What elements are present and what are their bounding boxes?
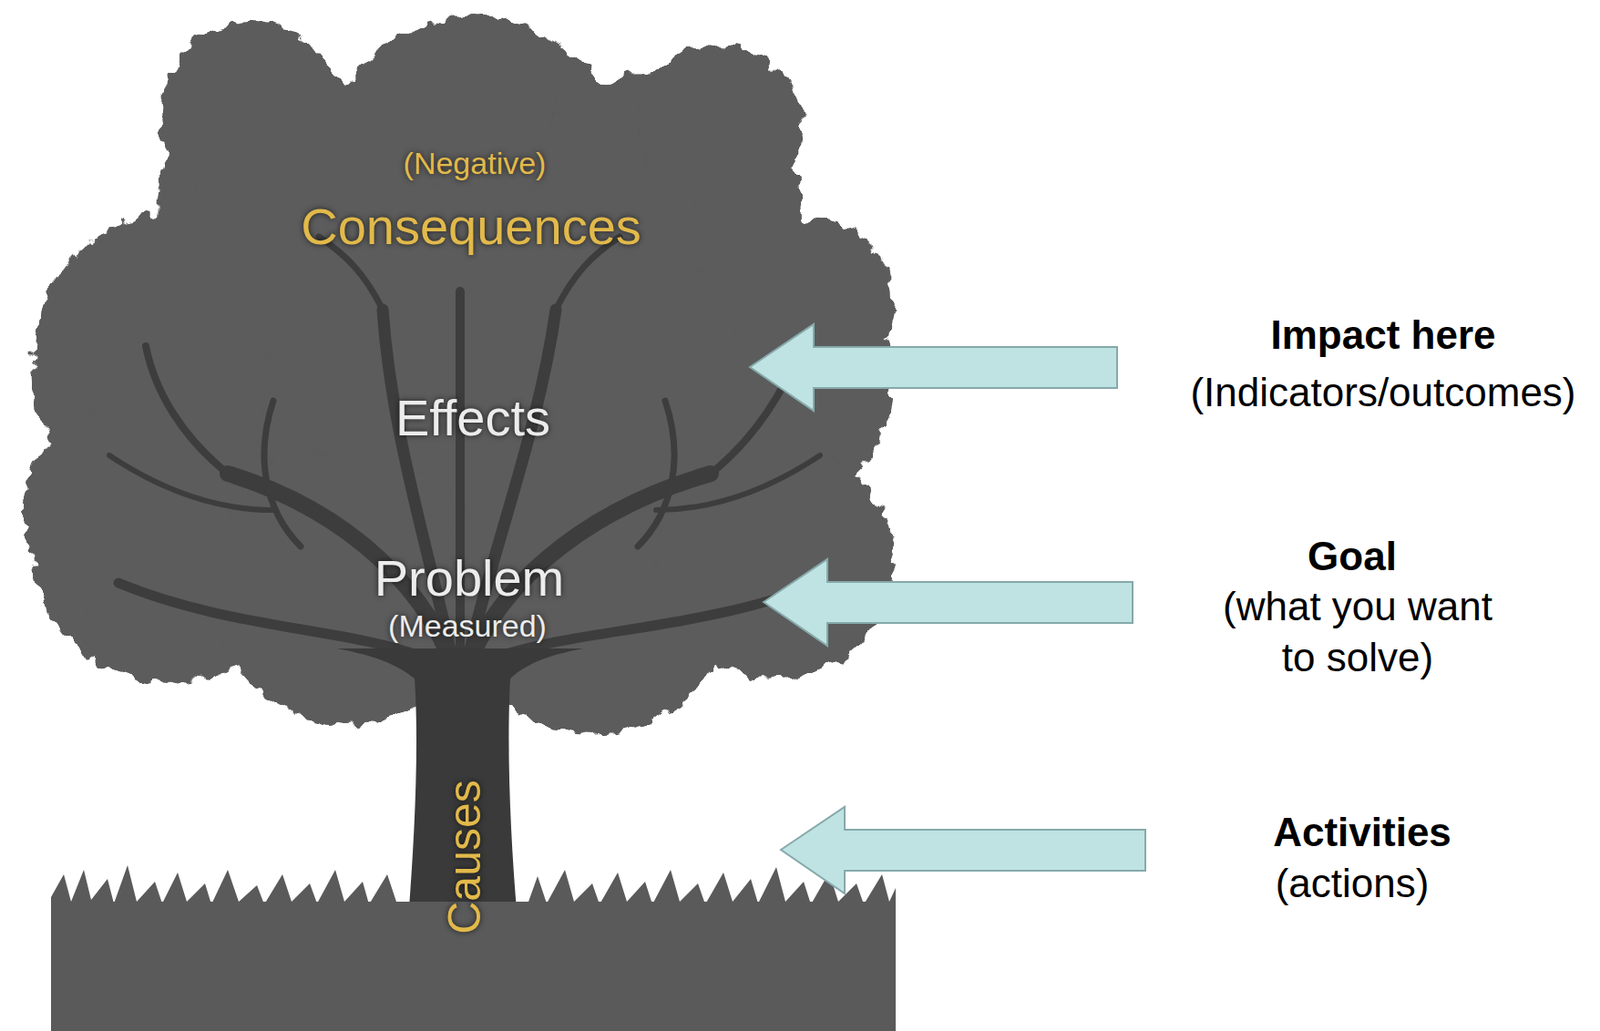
problem-qualifier: (Measured) [388, 606, 547, 647]
twig [264, 400, 301, 547]
activities-heading: Activities [1272, 807, 1452, 858]
impact-note: (Indicators/outcomes) [1189, 367, 1576, 418]
goal-heading: Goal [1307, 531, 1397, 582]
consequences-label: Consequences [300, 194, 642, 259]
canopy-lobe [159, 22, 342, 206]
causes-label: Causes [436, 779, 494, 935]
pointer-arrow [749, 324, 1118, 411]
effects-label: Effects [395, 386, 551, 451]
activities-note: (actions) [1275, 858, 1430, 909]
twig [637, 400, 675, 547]
twig [656, 455, 821, 511]
branch [118, 583, 420, 657]
consequence-qualifier: (Negative) [403, 143, 547, 184]
pointer-arrow [763, 559, 1133, 647]
canopy-lobe [637, 45, 802, 210]
pointer-arrows [749, 324, 1146, 894]
impact-heading: Impact here [1271, 309, 1497, 360]
pointer-arrow [780, 807, 1146, 894]
problem-label: Problem [374, 546, 565, 611]
tree-branches [109, 236, 821, 693]
twig [145, 346, 228, 474]
twig [109, 455, 274, 511]
goal-note: (what you want to solve) [1211, 581, 1504, 684]
